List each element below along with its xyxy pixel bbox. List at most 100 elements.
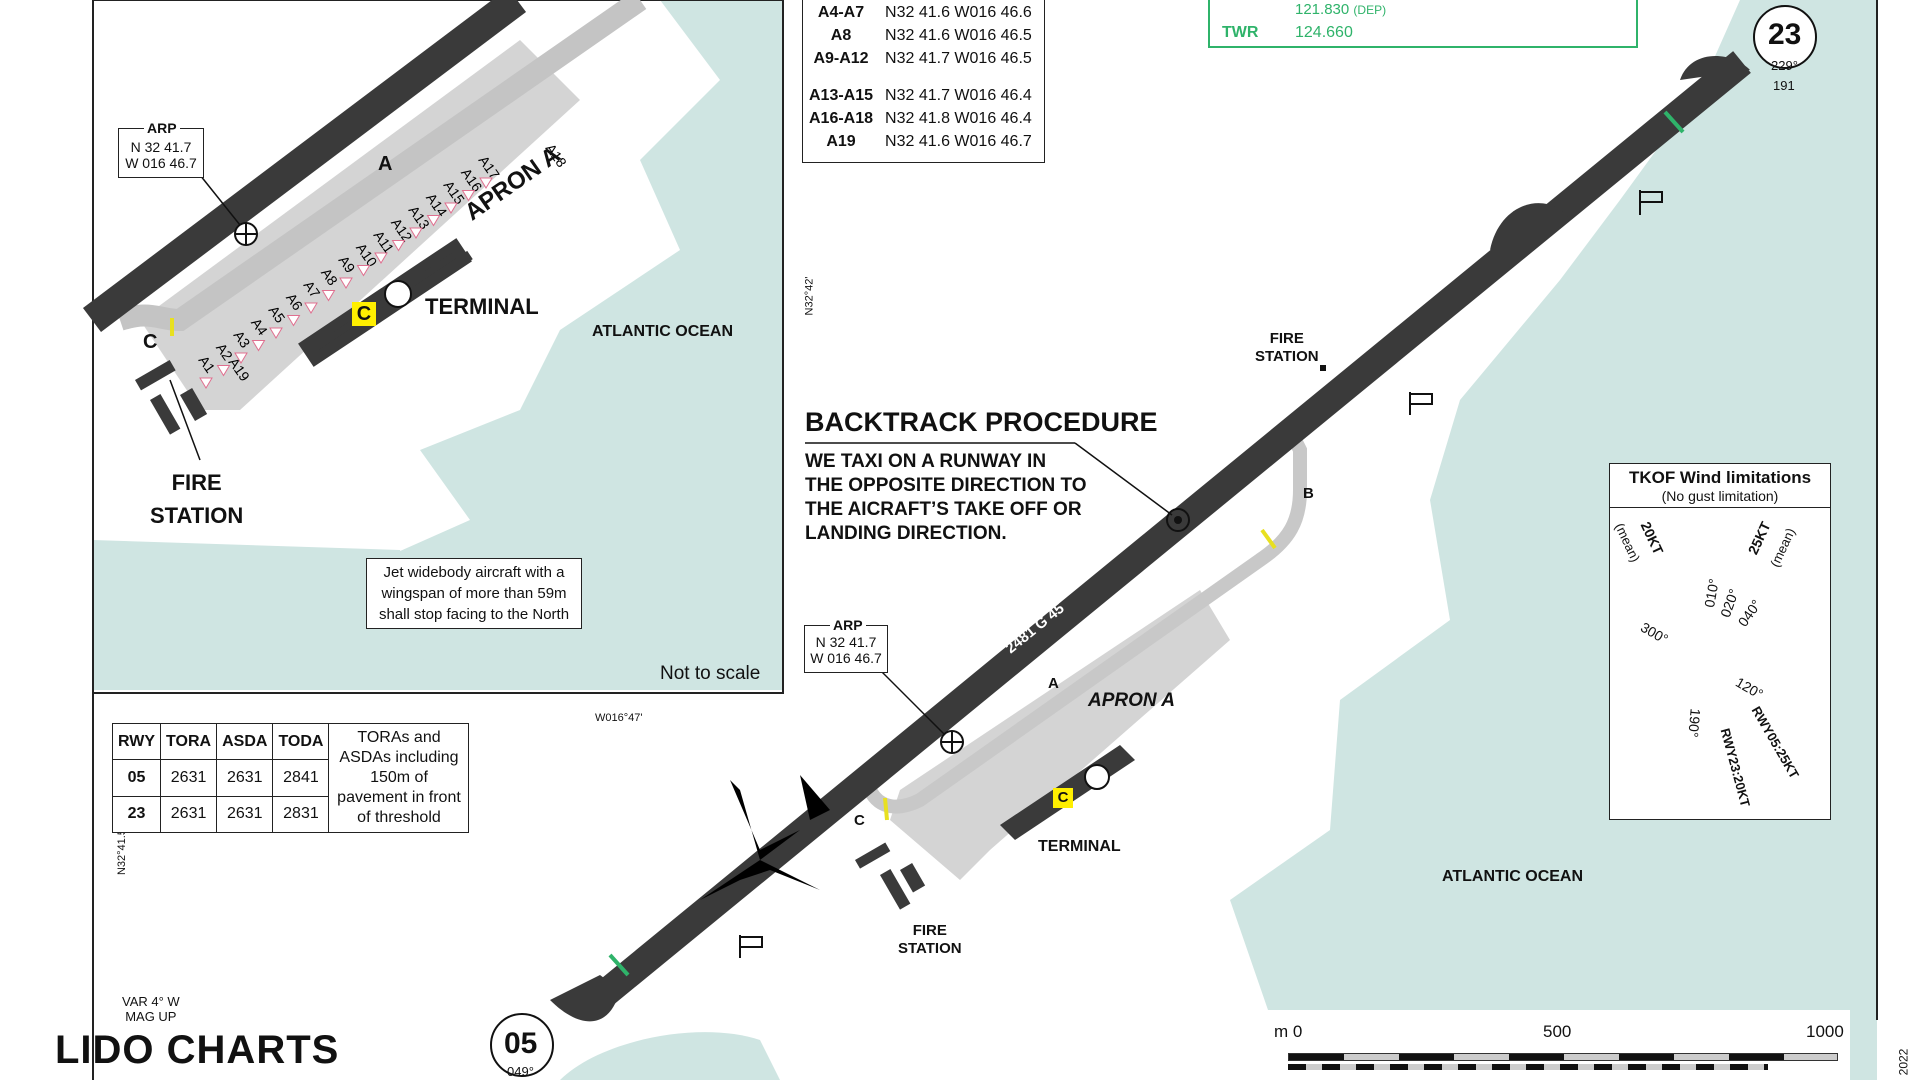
- stand-id: A4-A7: [817, 4, 865, 21]
- stand-marker: [391, 240, 406, 252]
- backtrack-point: [1166, 508, 1190, 532]
- coord-row: A19 N32 41.6 W016 46.7: [803, 130, 1038, 153]
- stand-position: N32 41.6 W016 46.6: [885, 4, 1032, 21]
- arp-title: ARP: [144, 120, 180, 136]
- stand-marker: [321, 290, 336, 302]
- stand-position: N32 41.6 W016 46.7: [885, 133, 1032, 150]
- inset-c-badge: C: [352, 302, 376, 326]
- coord-row: A8 N32 41.6 W016 46.5: [803, 24, 1038, 47]
- fire-label: FIRE: [1269, 330, 1304, 347]
- inset-station-label: STATION: [150, 503, 244, 528]
- inset-terminal-label: TERMINAL: [425, 294, 539, 319]
- backtrack-line: WE TAXI ON A RUNWAY IN: [805, 451, 1047, 472]
- stand-position: N32 41.7 W016 46.5: [885, 50, 1032, 67]
- backtrack-title: BACKTRACK PROCEDURE: [805, 407, 1158, 437]
- terminal-label: TERMINAL: [1038, 838, 1121, 855]
- inset-ocean-label: ATLANTIC OCEAN: [592, 323, 734, 340]
- stand-id: A19: [826, 133, 856, 150]
- not-to-scale: Not to scale: [660, 663, 761, 684]
- freq-partial: 121.830: [1295, 1, 1350, 18]
- cell: 2631: [216, 759, 274, 797]
- arp-title: ARP: [830, 617, 866, 633]
- stand-marker: [426, 215, 441, 227]
- inset-apron: [140, 40, 580, 410]
- stand-marker: [304, 302, 318, 314]
- tower-icon-main: [1084, 764, 1110, 790]
- inset-map: A1A2A3A4A5A6A7A8A9A10A11A12A13A14A15A16A…: [82, 0, 784, 694]
- inset-taxiway-a: A: [378, 153, 393, 175]
- wind-limitations-box: TKOF Wind limitations (No gust limitatio…: [1609, 463, 1831, 820]
- stand-id: A9-A12: [813, 50, 869, 67]
- backtrack-line: THE AICRAFT’S TAKE OFF OR: [805, 499, 1082, 520]
- stand-marker: [269, 327, 283, 339]
- coord-row: [803, 70, 1038, 84]
- stand-id: [803, 70, 879, 84]
- backtrack-line: LANDING DIRECTION.: [805, 523, 1007, 544]
- stand-marker: [199, 377, 213, 389]
- grid-lat-1: N32°42': [803, 276, 816, 316]
- coord-row: A4-A7 N32 41.6 W016 46.6: [803, 1, 1038, 24]
- stand-marker: [461, 190, 476, 202]
- wind-subtitle: (No gust limitation): [1661, 488, 1779, 504]
- distances-note: TORAs and ASDAs including 150m of paveme…: [328, 723, 470, 833]
- stand-marker: [409, 227, 423, 239]
- copyright-year: 2022: [1896, 1048, 1911, 1076]
- stand-id: A8: [830, 27, 852, 44]
- backtrack-line: THE OPPOSITE DIRECTION TO: [805, 475, 1087, 496]
- runway-05-bearing: 049°: [507, 1064, 534, 1079]
- runway-23-circle: [1753, 5, 1817, 69]
- station-label: STATION: [898, 940, 962, 957]
- stand-marker: [251, 340, 266, 352]
- taxiway-c: C: [854, 812, 865, 829]
- scale-bar: m 0 500 1000: [1268, 1010, 1844, 1080]
- backtrack-text: WE TAXI ON A RUNWAY IN THE OPPOSITE DIREC…: [805, 450, 1087, 546]
- col-header: TODA: [272, 722, 330, 761]
- cell: 2831: [272, 795, 330, 834]
- stand-id: A16-A18: [809, 110, 874, 127]
- station-label: STATION: [1255, 348, 1319, 365]
- tower-icon: [384, 280, 412, 308]
- variation-line: VAR 4° W: [122, 994, 180, 1009]
- arp-lat: N 32 41.7: [815, 634, 877, 650]
- runway-05-circle: [490, 1013, 554, 1077]
- arp-lon: W 016 46.7: [125, 155, 197, 171]
- windsock-icons: [739, 190, 1663, 958]
- inset-fire-label: FIRE: [171, 470, 222, 495]
- lido-charts-logo: LIDO CHARTS: [55, 1028, 340, 1072]
- scale-unit: m: [1274, 1022, 1289, 1041]
- stand-marker: [216, 365, 231, 377]
- twr-frequency: 124.660: [1295, 24, 1353, 41]
- inset-taxiway-c: C: [143, 331, 158, 353]
- variation-line: MAG UP: [125, 1009, 177, 1024]
- fire-label: FIRE: [912, 922, 947, 939]
- freq-note: (DEP): [1353, 3, 1387, 17]
- runway-23-bearing: 229°: [1771, 58, 1798, 73]
- apron-a: [890, 590, 1230, 880]
- stand-position: N32 41.6 W016 46.5: [885, 27, 1032, 44]
- ocean-label: ATLANTIC OCEAN: [1442, 868, 1584, 885]
- grid-lat-2: N32°41.5': [116, 826, 129, 876]
- arp-lat: N 32 41.7: [130, 139, 192, 155]
- cell: 2631: [160, 795, 218, 834]
- twr-label: TWR: [1222, 24, 1259, 41]
- scale-1000: 1000: [1806, 1022, 1844, 1041]
- coord-row: A9-A12 N32 41.7 W016 46.5: [803, 47, 1038, 70]
- stand-marker: [356, 265, 371, 277]
- stand-marker: [374, 252, 388, 264]
- arp-lon: W 016 46.7: [810, 650, 882, 666]
- wind-title: TKOF Wind limitations: [1628, 468, 1812, 487]
- scale-500: 500: [1543, 1022, 1572, 1041]
- stand-id: A13-A15: [809, 87, 874, 104]
- col-header: ASDA: [216, 722, 274, 761]
- taxiway-a: A: [1048, 675, 1059, 692]
- wind-190: 190°: [1685, 707, 1704, 739]
- inset-runway: [82, 0, 527, 332]
